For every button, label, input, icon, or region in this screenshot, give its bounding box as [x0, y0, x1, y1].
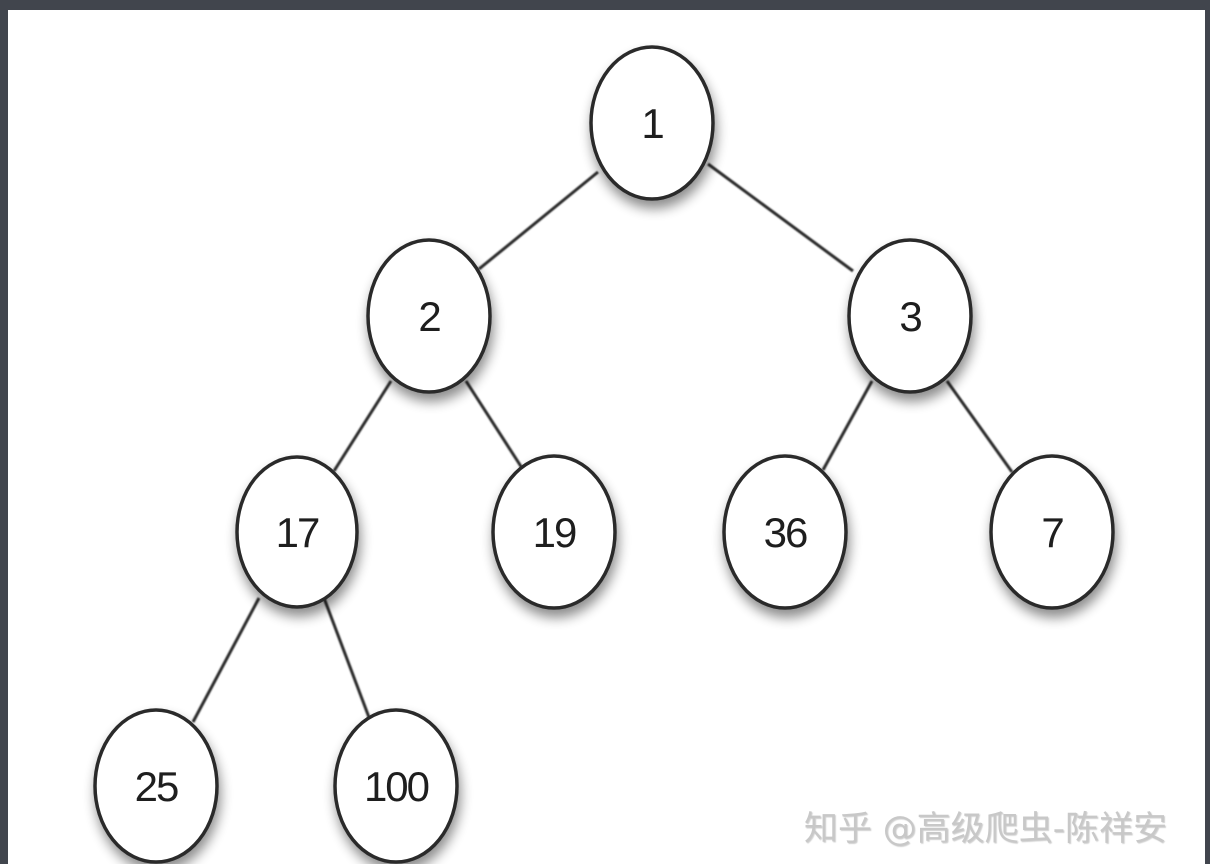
node-label: 7 — [1041, 509, 1063, 556]
node-label: 19 — [533, 509, 576, 556]
tree-nodes: 1 2 3 17 19 36 7 25 100 — [93, 45, 1115, 864]
heap-tree-diagram: 1 2 3 17 19 36 7 25 100 — [93, 45, 1115, 864]
tree-edge — [191, 597, 261, 723]
tree-edge — [945, 380, 1014, 473]
node-circle — [847, 238, 973, 394]
node-label: 1 — [641, 100, 663, 147]
tree-node: 3 — [847, 238, 973, 394]
tree-edge — [707, 162, 854, 273]
node-circle — [333, 708, 459, 864]
node-circle — [722, 454, 848, 610]
node-label: 25 — [135, 763, 178, 810]
node-circle — [93, 708, 219, 864]
node-circle — [989, 454, 1115, 610]
tree-edges — [191, 162, 1014, 723]
node-label: 2 — [418, 293, 440, 340]
tree-node: 7 — [989, 454, 1115, 610]
tree-node: 1 — [589, 45, 715, 201]
tree-node: 36 — [722, 454, 848, 610]
tree-edge — [322, 597, 372, 721]
tree-edge — [464, 380, 524, 469]
watermark-text: 知乎 @高级爬虫-陈祥安 — [804, 809, 1168, 849]
tree-node: 17 — [235, 455, 359, 609]
node-label: 3 — [899, 293, 921, 340]
tree-edge — [332, 380, 393, 472]
node-circle — [366, 238, 492, 394]
node-circle — [589, 45, 715, 201]
diagram-canvas: 1 2 3 17 19 36 7 25 100 知乎 @高级爬虫-陈祥安 — [8, 10, 1205, 864]
tree-node: 25 — [93, 708, 219, 864]
tree-node: 19 — [491, 454, 617, 610]
node-circle — [235, 455, 359, 609]
tree-node: 2 — [366, 238, 492, 394]
node-label: 36 — [764, 509, 807, 556]
node-label: 17 — [276, 509, 319, 556]
node-label: 100 — [364, 763, 429, 810]
node-circle — [491, 454, 617, 610]
tree-edge — [478, 170, 599, 271]
tree-node: 100 — [333, 708, 459, 864]
tree-edge — [821, 380, 874, 471]
